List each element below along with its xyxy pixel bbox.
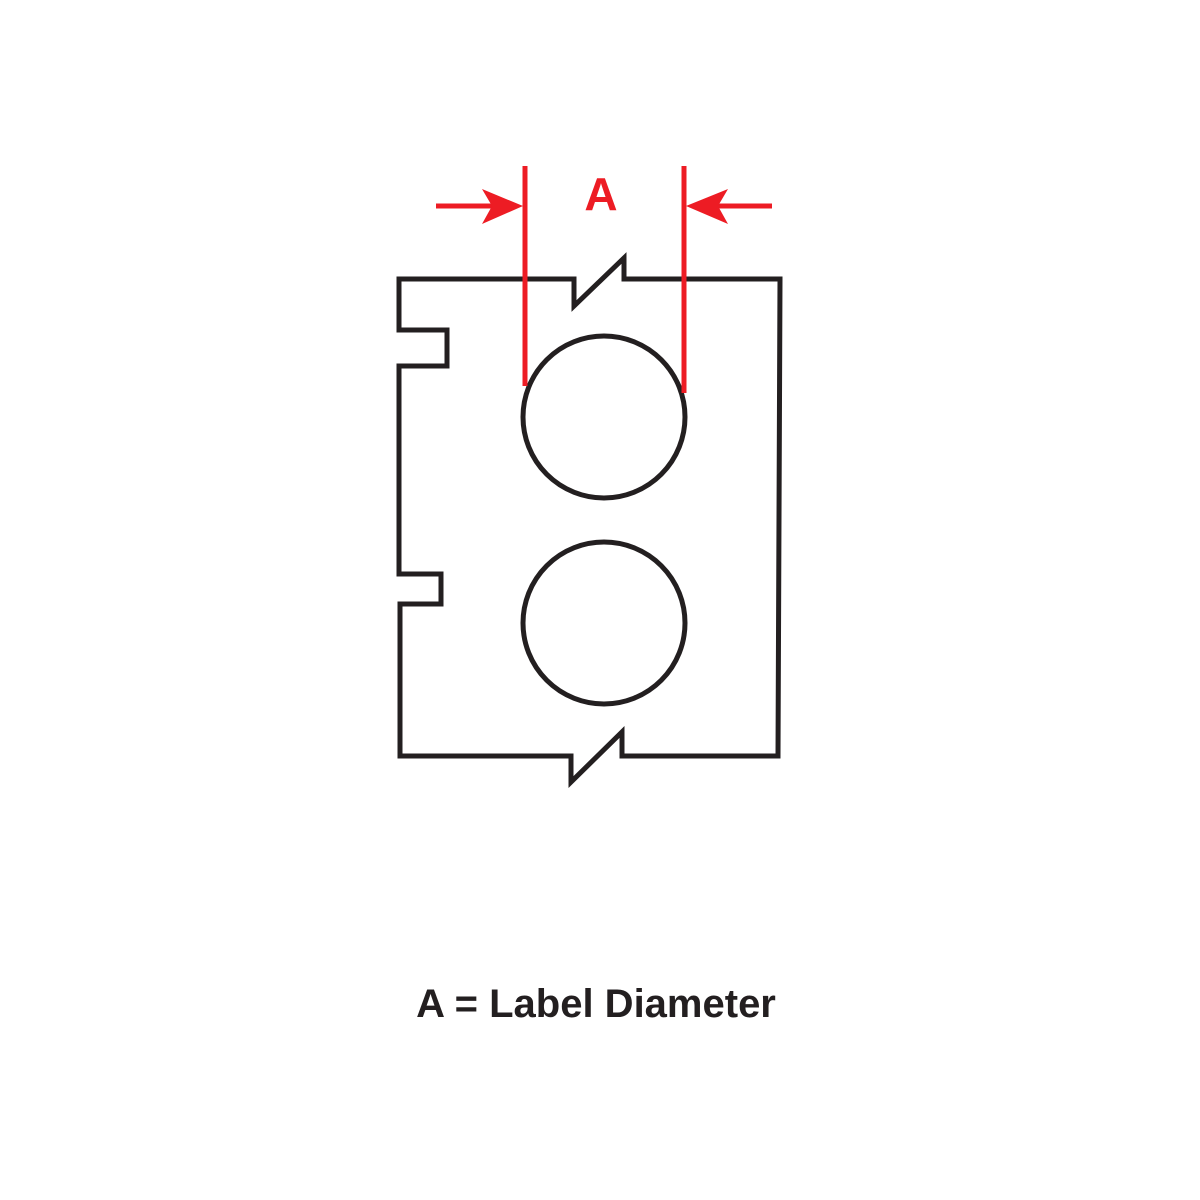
label-circle-2: [520, 539, 688, 707]
caption: A = Label Diameter: [416, 982, 776, 1026]
liner-outline: [396, 252, 783, 788]
label-circle-1: [520, 333, 688, 501]
arrow-left-icon: [686, 189, 772, 224]
arrow-right-icon: [436, 189, 523, 224]
dimension-label: A: [584, 168, 617, 220]
